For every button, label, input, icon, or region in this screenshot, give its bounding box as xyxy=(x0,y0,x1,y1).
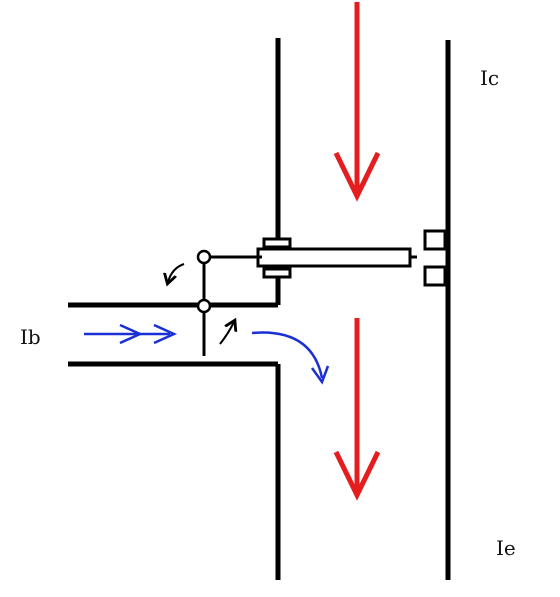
blue-base-arrow-right xyxy=(136,323,178,345)
label-collector-current: Ic xyxy=(480,66,500,90)
valve-rod xyxy=(256,247,412,268)
label-base-current: Ib xyxy=(20,325,41,349)
valve-guide-lower xyxy=(262,267,292,279)
lever-pivot-bottom xyxy=(196,298,212,314)
rotation-arrow-bottom xyxy=(219,322,234,345)
label-emitter-current: Ie xyxy=(496,536,516,560)
blue-base-arrow-left xyxy=(84,323,144,345)
blue-base-arrow-curved-head xyxy=(310,365,330,385)
valve-seat-upper xyxy=(423,229,447,251)
lever-pivot-top xyxy=(196,249,212,265)
red-current-arrow-top xyxy=(333,2,381,202)
blue-base-arrow-curved xyxy=(251,331,324,379)
valve-guide-upper xyxy=(262,237,292,249)
valve-seat-lower xyxy=(423,265,447,287)
rotation-arrow-top xyxy=(168,263,185,282)
red-current-arrow-bottom xyxy=(333,318,381,501)
